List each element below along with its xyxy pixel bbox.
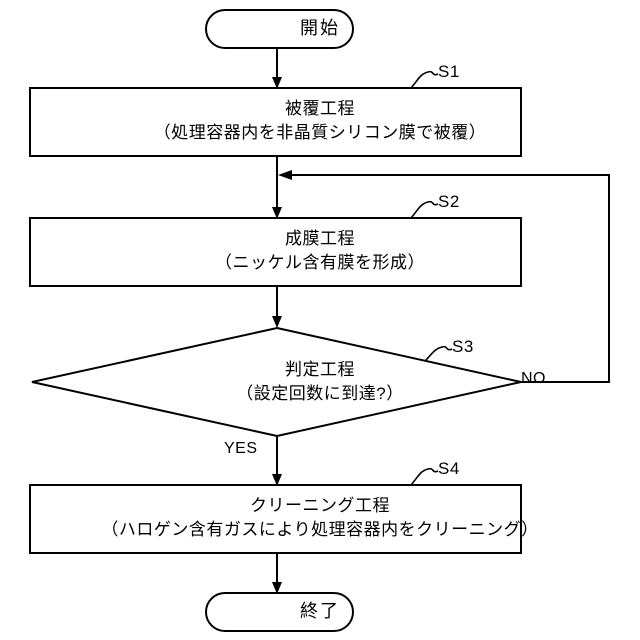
- start-node-label: 開始: [300, 18, 340, 38]
- s2-step-id: S2: [438, 192, 460, 211]
- s2-node-detail: （ニッケル含有膜を形成）: [215, 253, 425, 272]
- s4-node-shape: [29, 484, 522, 554]
- branch-label-yes: YES: [224, 440, 258, 457]
- edge-s3-no-loop: [288, 174, 610, 383]
- s1-leader-line: [410, 70, 439, 89]
- arrowhead-loop-join: [278, 170, 292, 180]
- s4-node-detail: （ハロゲン含有ガスにより処理容器内をクリーニング）: [101, 520, 539, 539]
- arrowhead-s1: [272, 77, 282, 89]
- s1-node-title: 被覆工程: [285, 99, 355, 118]
- start-node-shape: [205, 9, 354, 49]
- arrowhead-s4: [272, 474, 282, 486]
- s4-node-title: クリーニング工程: [250, 496, 390, 515]
- arrowhead-s3: [272, 316, 282, 328]
- end-node-shape: [205, 592, 354, 632]
- s3-step-id: S3: [452, 337, 474, 356]
- branch-label-no: NO: [521, 370, 546, 387]
- s3-node-shape: [31, 326, 522, 438]
- s3-node-detail: （設定回数に到達?）: [236, 384, 404, 403]
- arrowhead-s2: [272, 207, 282, 219]
- s4-step-id: S4: [438, 459, 460, 478]
- s1-node-shape: [29, 87, 522, 157]
- s1-step-id: S1: [438, 62, 460, 81]
- s2-node-shape: [29, 217, 522, 287]
- s1-node-detail: （処理容器内を非晶質シリコン膜で被覆）: [153, 123, 487, 142]
- s2-leader-line: [410, 200, 439, 219]
- s3-node-title: 判定工程: [285, 360, 355, 379]
- arrowhead-end: [272, 582, 282, 594]
- s2-node-title: 成膜工程: [285, 229, 355, 248]
- s3-leader-line: [424, 345, 453, 362]
- end-node-label: 終了: [300, 601, 340, 621]
- s4-leader-line: [410, 467, 439, 486]
